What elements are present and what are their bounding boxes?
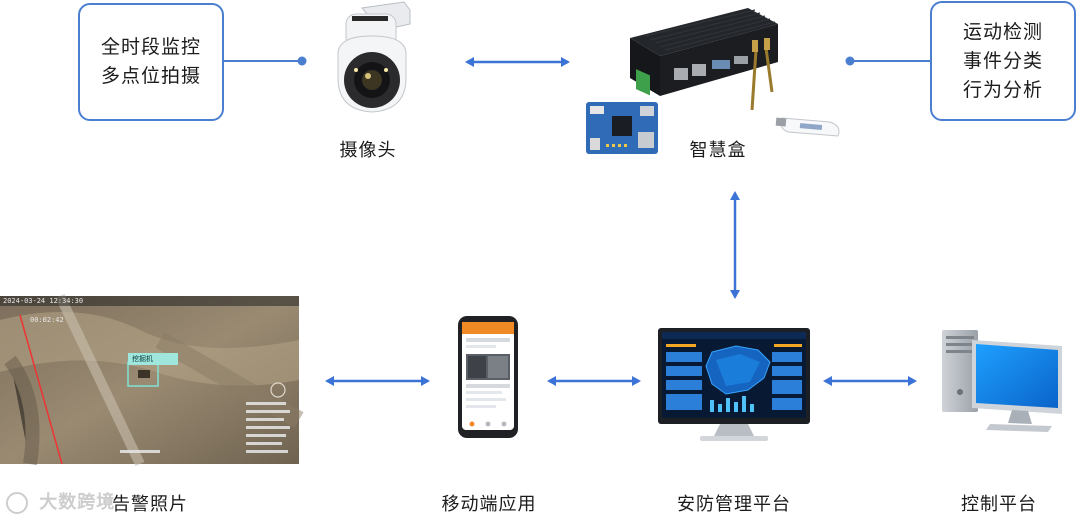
photo-sub-timestamp: 00:02:42 xyxy=(30,316,64,324)
desktop-computer-icon xyxy=(942,330,1062,432)
usb-dongle-icon xyxy=(775,117,840,137)
monitor-dashboard-icon xyxy=(658,328,810,441)
label-control-platform: 控制平台 xyxy=(961,494,1037,515)
label-mobile-app: 移动端应用 xyxy=(441,494,537,515)
feature-box-monitoring: 全时段监控 多点位拍摄 xyxy=(78,3,224,121)
label-camera: 摄像头 xyxy=(339,140,397,161)
detection-tag: 挖掘机 xyxy=(128,353,178,365)
feature-text: 多点位拍摄 xyxy=(100,65,201,87)
feature-box-analysis: 运动检测 事件分类 行为分析 xyxy=(930,1,1076,121)
feature-text: 行为分析 xyxy=(962,78,1043,101)
photo-timestamp: 2024-03-24 12:34:30 xyxy=(3,297,84,305)
label-security-platform: 安防管理平台 xyxy=(677,494,791,515)
connector-left xyxy=(224,56,307,66)
label-smartbox: 智慧盒 xyxy=(689,140,747,161)
feature-text: 事件分类 xyxy=(962,49,1043,72)
watermark-text: 大数跨境 xyxy=(39,492,116,513)
feature-text: 全时段监控 xyxy=(100,36,201,58)
circuit-board-icon xyxy=(586,102,658,154)
watermark: 大数跨境 xyxy=(6,488,115,514)
alarm-photo xyxy=(0,293,304,467)
camera-icon xyxy=(337,1,411,113)
smartbox-icon xyxy=(630,8,778,111)
label-alarm-photo: 告警照片 xyxy=(112,494,188,515)
watermark-logo-icon xyxy=(6,492,28,514)
connector-right xyxy=(845,56,930,66)
mobile-phone-icon xyxy=(458,316,518,438)
feature-text: 运动检测 xyxy=(962,20,1043,43)
